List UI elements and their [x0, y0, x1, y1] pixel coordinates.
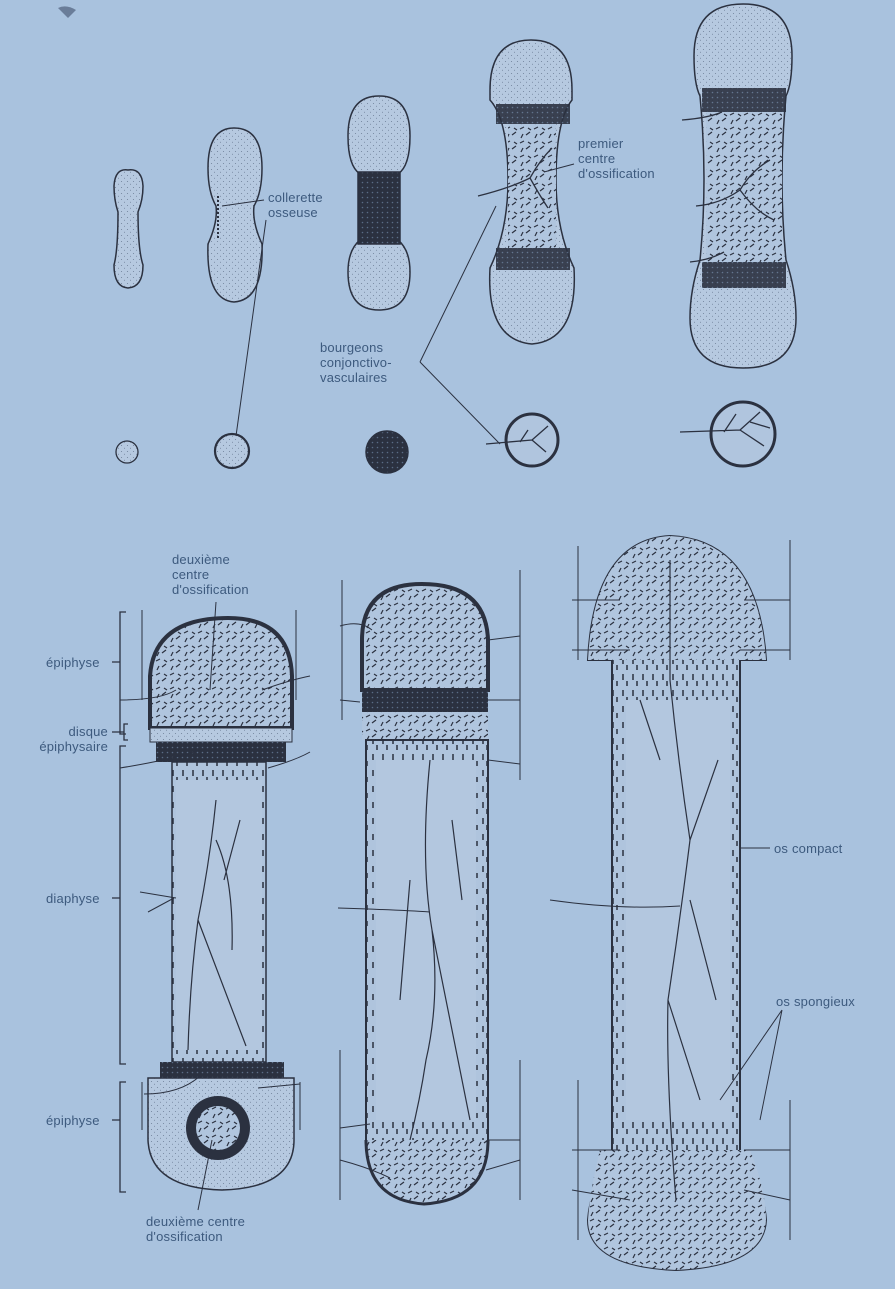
- label-disque-epiphysaire: disque épiphysaire: [18, 724, 108, 754]
- label-bourgeons-line3: vasculaires: [320, 370, 392, 385]
- label-epiphyse-bottom: épiphyse: [46, 1113, 100, 1128]
- label-collerette-line1: collerette: [268, 190, 323, 205]
- label-deuxieme-top-line2: centre: [172, 567, 249, 582]
- bracket-epiphyse-bottom: [120, 1082, 126, 1192]
- label-deuxieme-bottom-line1: deuxième centre: [146, 1214, 245, 1229]
- corner-mark: [58, 6, 76, 18]
- section1: [116, 441, 138, 463]
- label-deuxieme-bottom-line2: d'ossification: [146, 1229, 245, 1244]
- label-disque-line2: épiphysaire: [18, 739, 108, 754]
- stage1-cartilage: [114, 170, 143, 288]
- leader-bourgeons: [420, 206, 500, 444]
- label-diaphyse: diaphyse: [46, 891, 100, 906]
- label-os-compact: os compact: [774, 841, 842, 856]
- label-bourgeons: bourgeons conjonctivo- vasculaires: [320, 340, 392, 385]
- section5: [711, 402, 775, 466]
- section3: [366, 431, 408, 473]
- label-epiphyse-top: épiphyse: [46, 655, 100, 670]
- label-deuxieme-centre-bottom: deuxième centre d'ossification: [146, 1214, 245, 1244]
- label-premier-line3: d'ossification: [578, 166, 655, 181]
- stage3-bone-collar: [358, 172, 400, 244]
- bone1: [120, 610, 310, 1190]
- label-bourgeons-line2: conjonctivo-: [320, 355, 392, 370]
- bracket-epiphyse-top: [120, 612, 126, 734]
- label-os-spongieux: os spongieux: [776, 994, 855, 1009]
- bracket-diaphyse: [120, 746, 126, 1064]
- bone3: [550, 536, 790, 1270]
- bracket-disque: [124, 724, 128, 740]
- label-premier-centre: premier centre d'ossification: [578, 136, 655, 181]
- label-collerette-osseuse: collerette osseuse: [268, 190, 323, 220]
- label-deuxieme-top-line3: d'ossification: [172, 582, 249, 597]
- label-deuxieme-top-line1: deuxième: [172, 552, 249, 567]
- label-bourgeons-line1: bourgeons: [320, 340, 392, 355]
- label-disque-line1: disque: [18, 724, 108, 739]
- label-premier-line1: premier: [578, 136, 655, 151]
- label-deuxieme-centre-top: deuxième centre d'ossification: [172, 552, 249, 597]
- label-collerette-line2: osseuse: [268, 205, 323, 220]
- bone2: [338, 570, 520, 1204]
- section2: [215, 434, 249, 468]
- stage2-cartilage: [208, 128, 262, 302]
- label-premier-line2: centre: [578, 151, 655, 166]
